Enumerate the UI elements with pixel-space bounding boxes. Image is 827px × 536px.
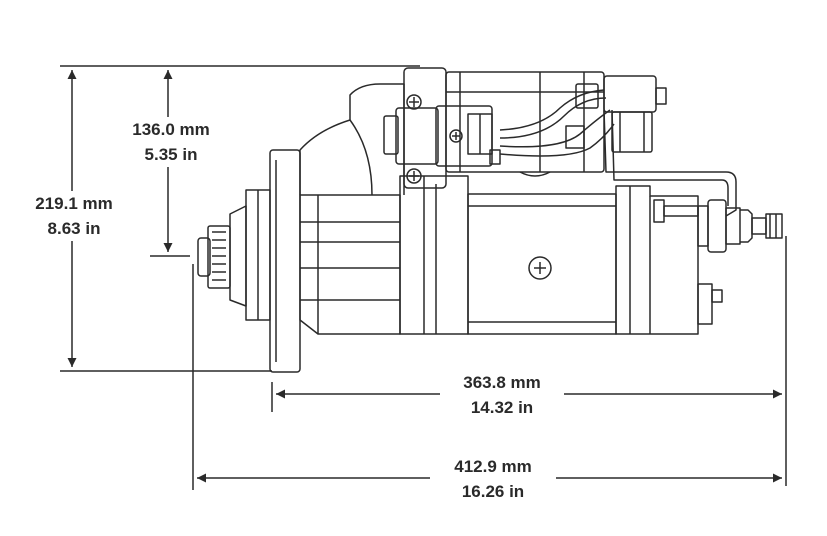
pinion-gear <box>197 225 231 289</box>
solenoid <box>383 67 605 189</box>
height-total-imperial: 8.63 in <box>47 219 101 238</box>
terminal-screw <box>449 129 463 143</box>
mounting-flange <box>269 149 301 373</box>
end-housing <box>615 185 723 335</box>
length-body-metric: 363.8 mm <box>463 373 541 392</box>
height-upper-imperial: 5.35 in <box>144 145 198 164</box>
dimension-label-height-total: 219.1 mm 8.63 in <box>18 191 130 241</box>
relay-connector <box>565 75 667 153</box>
dimension-label-length-total: 412.9 mm 16.26 in <box>430 454 556 504</box>
solenoid-screw-top <box>406 94 422 110</box>
length-body-imperial: 14.32 in <box>470 398 534 417</box>
motor-frame <box>399 175 617 335</box>
height-upper-metric: 136.0 mm <box>132 120 210 139</box>
nose-housing <box>229 189 271 321</box>
dimension-label-length-body: 363.8 mm 14.32 in <box>440 370 564 420</box>
battery-terminal-stud <box>697 199 783 253</box>
ground-stud <box>653 199 699 223</box>
wiring-harness <box>499 89 737 217</box>
length-total-imperial: 16.26 in <box>461 482 525 501</box>
drive-housing <box>299 83 405 335</box>
length-total-metric: 412.9 mm <box>454 457 532 476</box>
frame-screw <box>528 256 552 280</box>
height-total-metric: 219.1 mm <box>35 194 113 213</box>
starter-motor <box>197 67 783 373</box>
dimension-label-height-upper: 136.0 mm 5.35 in <box>112 117 230 167</box>
